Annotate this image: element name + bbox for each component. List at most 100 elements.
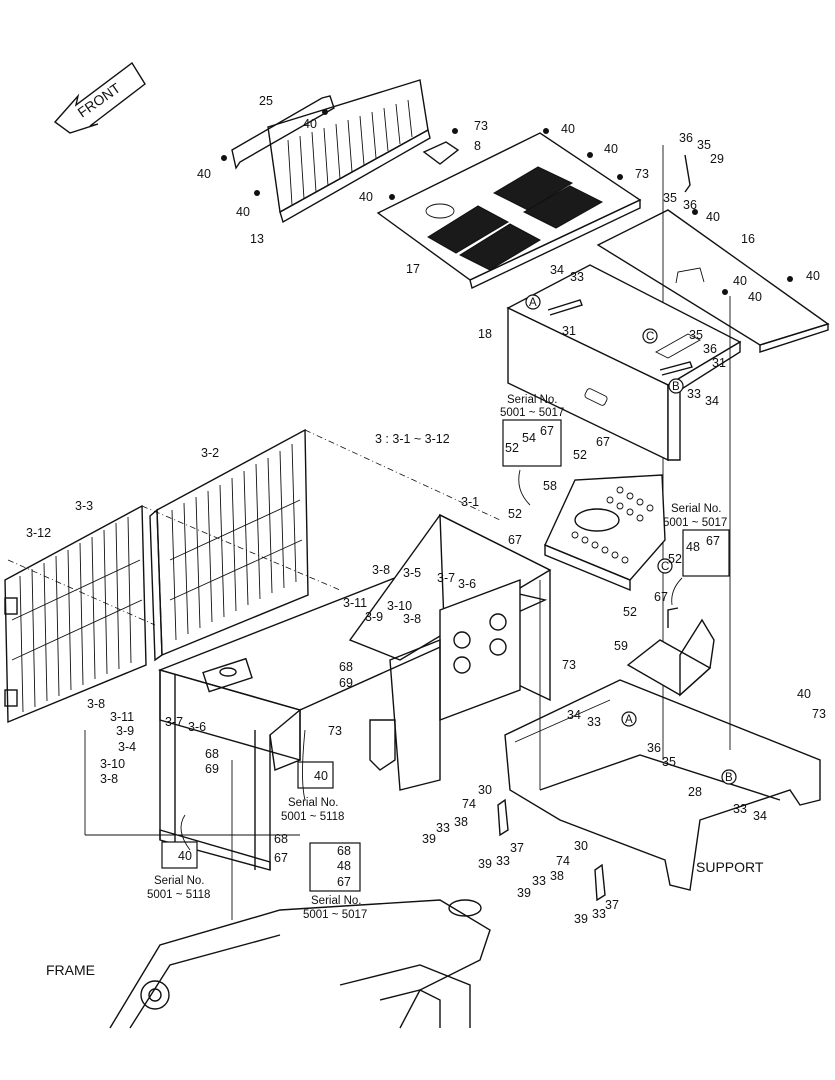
part-label: 73 [812,707,826,721]
part-label: 73 [474,119,488,133]
part-label: 37 [605,898,619,912]
part-label: 52 [505,441,519,455]
part-label: 67 [596,435,610,449]
part-label: 67 [508,533,522,547]
part-label: 36 [703,342,717,356]
part-label: 52 [623,605,637,619]
part-label: 33 [733,802,747,816]
part-label: 35 [689,328,703,342]
part-label: 3-8 [87,697,105,711]
part-label: 3-6 [458,577,476,591]
part-label: 30 [574,839,588,853]
part-label: 8 [474,139,481,153]
part-label: 40 [561,122,575,136]
part-label: 33 [592,907,606,921]
frame-label: FRAME [46,962,95,978]
part-label: 3-1 [461,495,479,509]
part-label: 33 [532,874,546,888]
part-label: 18 [478,327,492,341]
part-label: 67 [540,424,554,438]
part-label: 17 [406,262,420,276]
part-label: 40 [797,687,811,701]
part-label: 67 [337,875,351,889]
part-label: 16 [741,232,755,246]
part-label: 69 [339,676,353,690]
support-frame [504,679,821,891]
top-grille-door [221,79,431,224]
front-arrow: FRONT [53,61,146,134]
part-label: 68 [339,660,353,674]
part-label: 68 [205,747,219,761]
support-label: SUPPORT [696,859,764,875]
serial-2-range: 5001 ~ 5017 [663,517,727,529]
ref-a-2: A [625,714,633,726]
part-label: 74 [556,854,570,868]
part-label: 73 [635,167,649,181]
part-label: 67 [654,590,668,604]
part-label: 3-9 [116,724,134,738]
ref-b-2: B [725,772,733,784]
serial-3-title: Serial No. [288,797,339,809]
part-label: 31 [562,324,576,338]
reference-markers [525,294,737,785]
part-label: 28 [688,785,702,799]
ref-c-1: C [646,331,654,343]
serial-2-title: Serial No. [671,503,722,515]
serial-5-range: 5001 ~ 5017 [303,909,367,921]
leader-lines [84,296,731,920]
part-label: 34 [705,394,719,408]
part-label: 54 [522,431,536,445]
part-label: 34 [567,708,581,722]
part-label: 67 [706,534,720,548]
part-label: 30 [478,783,492,797]
part-label: 3-5 [403,566,421,580]
part-label: 36 [647,741,661,755]
part-label: 3-7 [437,571,455,585]
part-label: 40 [604,142,618,156]
part-label: 36 [679,131,693,145]
part-label: 40 [236,205,250,219]
serial-boxes [161,419,730,892]
part-label: 36 [683,198,697,212]
part-label: 52 [508,507,522,521]
part-label: 74 [462,797,476,811]
part-label: 52 [573,448,587,462]
labels: FRAME SUPPORT 3 : 3-1 ~ 3-12 Serial No. … [26,94,826,978]
grille-panel-3-2 [149,428,309,662]
upper-cover-box [506,264,742,462]
part-label: 34 [753,809,767,823]
part-label: 39 [422,832,436,846]
part-label: 39 [478,857,492,871]
part-label: 35 [697,138,711,152]
ref-b-1: B [672,381,680,393]
part-label: 3-8 [403,612,421,626]
part-label: 73 [328,724,342,738]
part-label: 39 [517,886,531,900]
part-label: 37 [510,841,524,855]
part-label: 67 [274,851,288,865]
part-label: 31 [712,356,726,370]
part-label: 3-4 [118,740,136,754]
part-label: 69 [205,762,219,776]
ref-a-1: A [529,297,537,309]
part-label: 40 [706,210,720,224]
part-label: 40 [178,849,192,863]
part-label: 25 [259,94,273,108]
part-label: 40 [359,190,373,204]
part-label: 48 [686,540,700,554]
part-label: 3-10 [100,757,125,771]
serial-4-range: 5001 ~ 5118 [147,889,210,901]
hinges [497,798,606,902]
grille-panel-3-3 [4,504,147,724]
part-label: 48 [337,859,351,873]
part-label: 33 [587,715,601,729]
part-label: 40 [303,117,317,131]
part-label: 3-2 [201,446,219,460]
part-label: 33 [570,270,584,284]
part-label: 58 [543,479,557,493]
part-label: 52 [668,552,682,566]
part-label: 3-9 [365,610,383,624]
part-label: 68 [337,844,351,858]
group-note: 3 : 3-1 ~ 3-12 [375,432,450,446]
